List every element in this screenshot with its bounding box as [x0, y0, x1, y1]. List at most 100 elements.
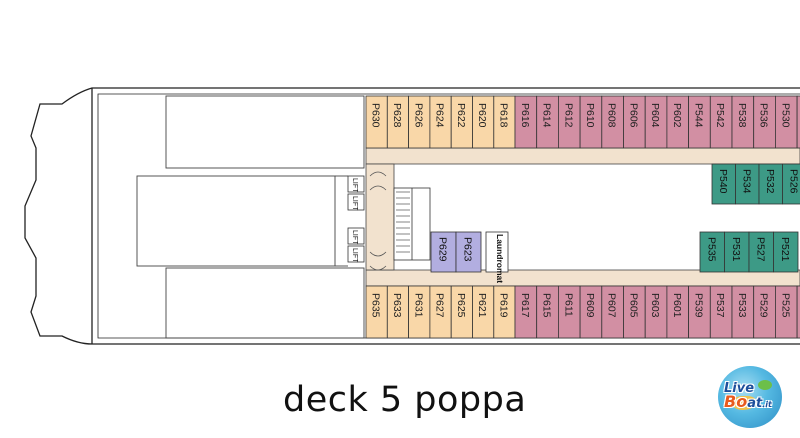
cabin-P620: P620 — [472, 95, 495, 149]
lift: LIFT — [347, 245, 365, 263]
cabin-P628: P628 — [386, 95, 409, 149]
cabin-label: P610 — [584, 103, 596, 128]
cabin-P529: P529 — [753, 285, 776, 339]
laundromat-room: Laundromat — [485, 231, 509, 283]
cabin-label: P521 — [779, 237, 791, 262]
cabin-P624: P624 — [429, 95, 452, 149]
cabin-label: P609 — [584, 293, 596, 318]
cabin-P528: P528 — [796, 95, 800, 149]
cabin-label: P621 — [476, 293, 488, 318]
cabin-label: P542 — [714, 103, 726, 128]
cabin-label: P538 — [736, 103, 748, 128]
cabin-label: P537 — [714, 293, 726, 318]
cabin-P610: P610 — [579, 95, 603, 149]
cabin-label: P630 — [370, 103, 382, 128]
cabin-P622: P622 — [450, 95, 473, 149]
cabin-P614: P614 — [536, 95, 559, 149]
cabin-P626: P626 — [408, 95, 431, 149]
cabin-label: P601 — [671, 293, 683, 318]
cabin-P608: P608 — [601, 95, 624, 149]
cabin-label: P607 — [606, 293, 618, 318]
cabin-P623: P623 — [455, 231, 482, 273]
cabin-label: P536 — [758, 103, 770, 128]
cabin-P631: P631 — [408, 285, 431, 339]
stairwell — [393, 187, 431, 261]
cabin-P534: P534 — [735, 163, 760, 205]
cabin-label: P544 — [692, 103, 704, 128]
cabin-P601: P601 — [666, 285, 690, 339]
cabin-P618: P618 — [493, 95, 516, 149]
cabin-P625: P625 — [450, 285, 473, 339]
cabin-P537: P537 — [709, 285, 733, 339]
cabin-P535: P535 — [699, 231, 725, 273]
cabin-label: P611 — [562, 293, 574, 317]
cabin-P526: P526 — [782, 163, 800, 205]
cabin-label: P527 — [754, 237, 766, 262]
lift-label: LIFT — [351, 178, 358, 193]
cabin-P612: P612 — [558, 95, 581, 149]
cabin-label: P623 — [462, 237, 474, 262]
cabin-label: P539 — [692, 293, 704, 318]
cabin-P611: P611 — [558, 285, 581, 339]
cabin-P621: P621 — [472, 285, 495, 339]
deck-caption: deck 5 poppa — [283, 380, 527, 420]
cabin-P629: P629 — [430, 231, 457, 273]
cabin-label: P622 — [455, 103, 467, 128]
cabin-P536: P536 — [753, 95, 776, 149]
cabin-label: P534 — [740, 169, 752, 194]
aft-deck-structure — [136, 95, 365, 339]
cabin-label: P616 — [519, 103, 531, 128]
cabin-P532: P532 — [758, 163, 783, 205]
cabin-P525: P525 — [775, 285, 798, 339]
cabin-label: P626 — [412, 103, 424, 128]
cabin-label: P625 — [455, 293, 467, 318]
cabin-P542: P542 — [709, 95, 733, 149]
cabin-label: P525 — [779, 293, 791, 318]
cabin-label: P531 — [730, 237, 742, 262]
cabin-label: P526 — [787, 169, 799, 194]
cabin-P605: P605 — [623, 285, 646, 339]
cabin-P617: P617 — [514, 285, 538, 339]
cabin-label: P615 — [541, 293, 553, 318]
corridor-curves — [369, 171, 387, 271]
cabin-label: P631 — [412, 293, 424, 318]
cabin-label: P618 — [497, 103, 509, 128]
cabin-P609: P609 — [579, 285, 603, 339]
cabin-label: P608 — [606, 103, 618, 128]
cabin-label: P530 — [779, 103, 791, 128]
cabin-label: P612 — [562, 103, 574, 128]
cabin-label: P617 — [519, 293, 531, 318]
cabin-P530: P530 — [775, 95, 798, 149]
cabin-P630: P630 — [365, 95, 388, 149]
lift: LIFT — [347, 227, 365, 245]
cabin-P633: P633 — [386, 285, 409, 339]
lift: LIFT — [347, 175, 365, 193]
cabin-label: P614 — [541, 103, 553, 128]
cabin-label: P540 — [717, 169, 729, 194]
cabin-P539: P539 — [688, 285, 711, 339]
cabin-P604: P604 — [644, 95, 668, 149]
cabin-label: P535 — [705, 237, 717, 262]
cabin-P533: P533 — [731, 285, 755, 339]
lift: LIFT — [347, 193, 365, 211]
cabin-label: P604 — [649, 103, 661, 128]
cabin-P603: P603 — [644, 285, 668, 339]
lift-label: LIFT — [351, 230, 358, 245]
cabin-P606: P606 — [623, 95, 646, 149]
cabin-label: P635 — [370, 293, 382, 318]
cabin-P602: P602 — [666, 95, 690, 149]
cabin-label: P627 — [434, 293, 446, 318]
cabin-P540: P540 — [711, 163, 736, 205]
cabin-label: P624 — [434, 103, 446, 128]
cabin-P538: P538 — [731, 95, 755, 149]
stair-steps — [396, 191, 410, 253]
cabin-label: P529 — [758, 293, 770, 318]
cabin-P616: P616 — [514, 95, 538, 149]
cabin-label: P532 — [764, 169, 776, 194]
